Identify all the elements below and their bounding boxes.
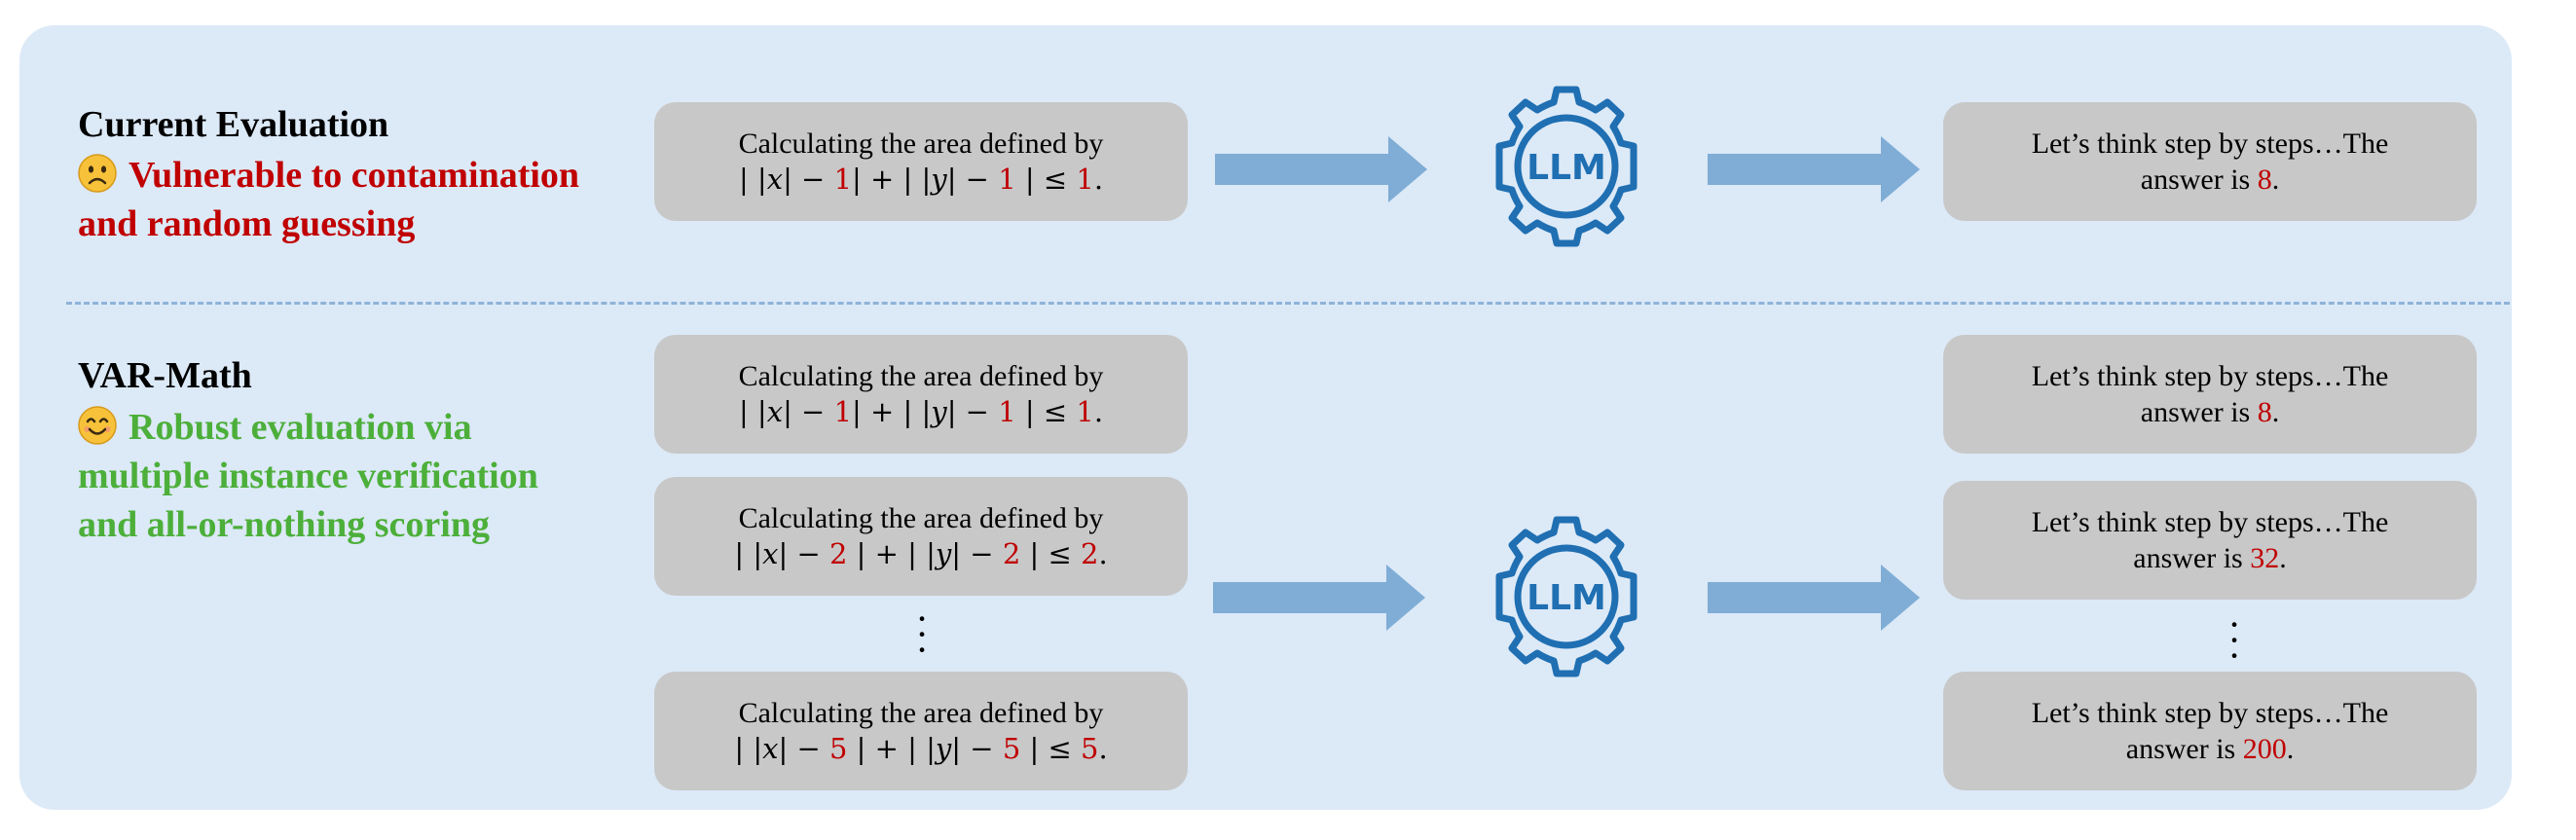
prompt-formula: | |x| − 2 | + | |y| − 2 | ≤ 2. (734, 537, 1108, 570)
prompt-text: Calculating the area defined by (738, 128, 1104, 160)
prompt-text: Calculating the area defined by (738, 697, 1104, 729)
arrow-icon (1708, 136, 1920, 202)
svg-text:LLM: LLM (1527, 148, 1606, 188)
smile-face-icon (78, 406, 117, 445)
sad-face-icon (78, 154, 117, 193)
var-math-line3: and all-or-nothing scoring (78, 504, 490, 545)
arrow-icon (1708, 565, 1920, 631)
arrow-icon (1215, 136, 1427, 202)
response-text: Let’s think step by steps…The (2031, 128, 2389, 160)
prompt-formula: | |x| − 1| + | |y| − 1 | ≤ 1. (738, 395, 1104, 428)
llm-gear-icon: LLM (1495, 86, 1638, 247)
section-divider (66, 302, 2510, 305)
current-evaluation-line1: Vulnerable to contamination (78, 151, 579, 200)
prompt-text: Calculating the area defined by (738, 502, 1104, 534)
var-math-title: VAR-Math (78, 355, 252, 396)
llm-gear-icon: LLM (1495, 516, 1638, 677)
arrow-icon (1213, 565, 1425, 631)
vertical-ellipsis-prompts: ··· (915, 597, 929, 672)
var-prompt-box-3: Calculating the area defined by | |x| − … (654, 672, 1188, 790)
var-math-line2: multiple instance verification (78, 456, 538, 496)
response-answer: answer is 200. (2125, 733, 2295, 765)
var-math-line1: Robust evaluation via (78, 403, 472, 452)
var-response-box-2: Let’s think step by steps…The answer is … (1943, 481, 2477, 600)
response-answer: answer is 8. (2140, 396, 2280, 428)
var-prompt-box-2: Calculating the area defined by | |x| − … (654, 477, 1188, 596)
svg-text:LLM: LLM (1527, 578, 1606, 618)
var-response-box-3: Let’s think step by steps…The answer is … (1943, 672, 2477, 790)
response-answer: answer is 8. (2140, 164, 2280, 196)
vertical-ellipsis-responses: ··· (2227, 603, 2241, 677)
prompt-formula: | |x| − 1| + | |y| − 1 | ≤ 1. (738, 163, 1104, 196)
current-prompt-box: Calculating the area defined by | |x| − … (654, 102, 1188, 221)
prompt-text: Calculating the area defined by (738, 360, 1104, 392)
response-answer: answer is 32. (2133, 542, 2287, 574)
prompt-formula: | |x| − 5 | + | |y| − 5 | ≤ 5. (734, 732, 1108, 765)
response-text: Let’s think step by steps…The (2031, 360, 2389, 392)
response-text: Let’s think step by steps…The (2031, 506, 2389, 538)
var-response-box-1: Let’s think step by steps…The answer is … (1943, 335, 2477, 454)
current-evaluation-title: Current Evaluation (78, 104, 389, 145)
response-text: Let’s think step by steps…The (2031, 697, 2389, 729)
var-prompt-box-1: Calculating the area defined by | |x| − … (654, 335, 1188, 454)
current-evaluation-line2: and random guessing (78, 203, 416, 244)
current-response-box: Let’s think step by steps…The answer is … (1943, 102, 2477, 221)
